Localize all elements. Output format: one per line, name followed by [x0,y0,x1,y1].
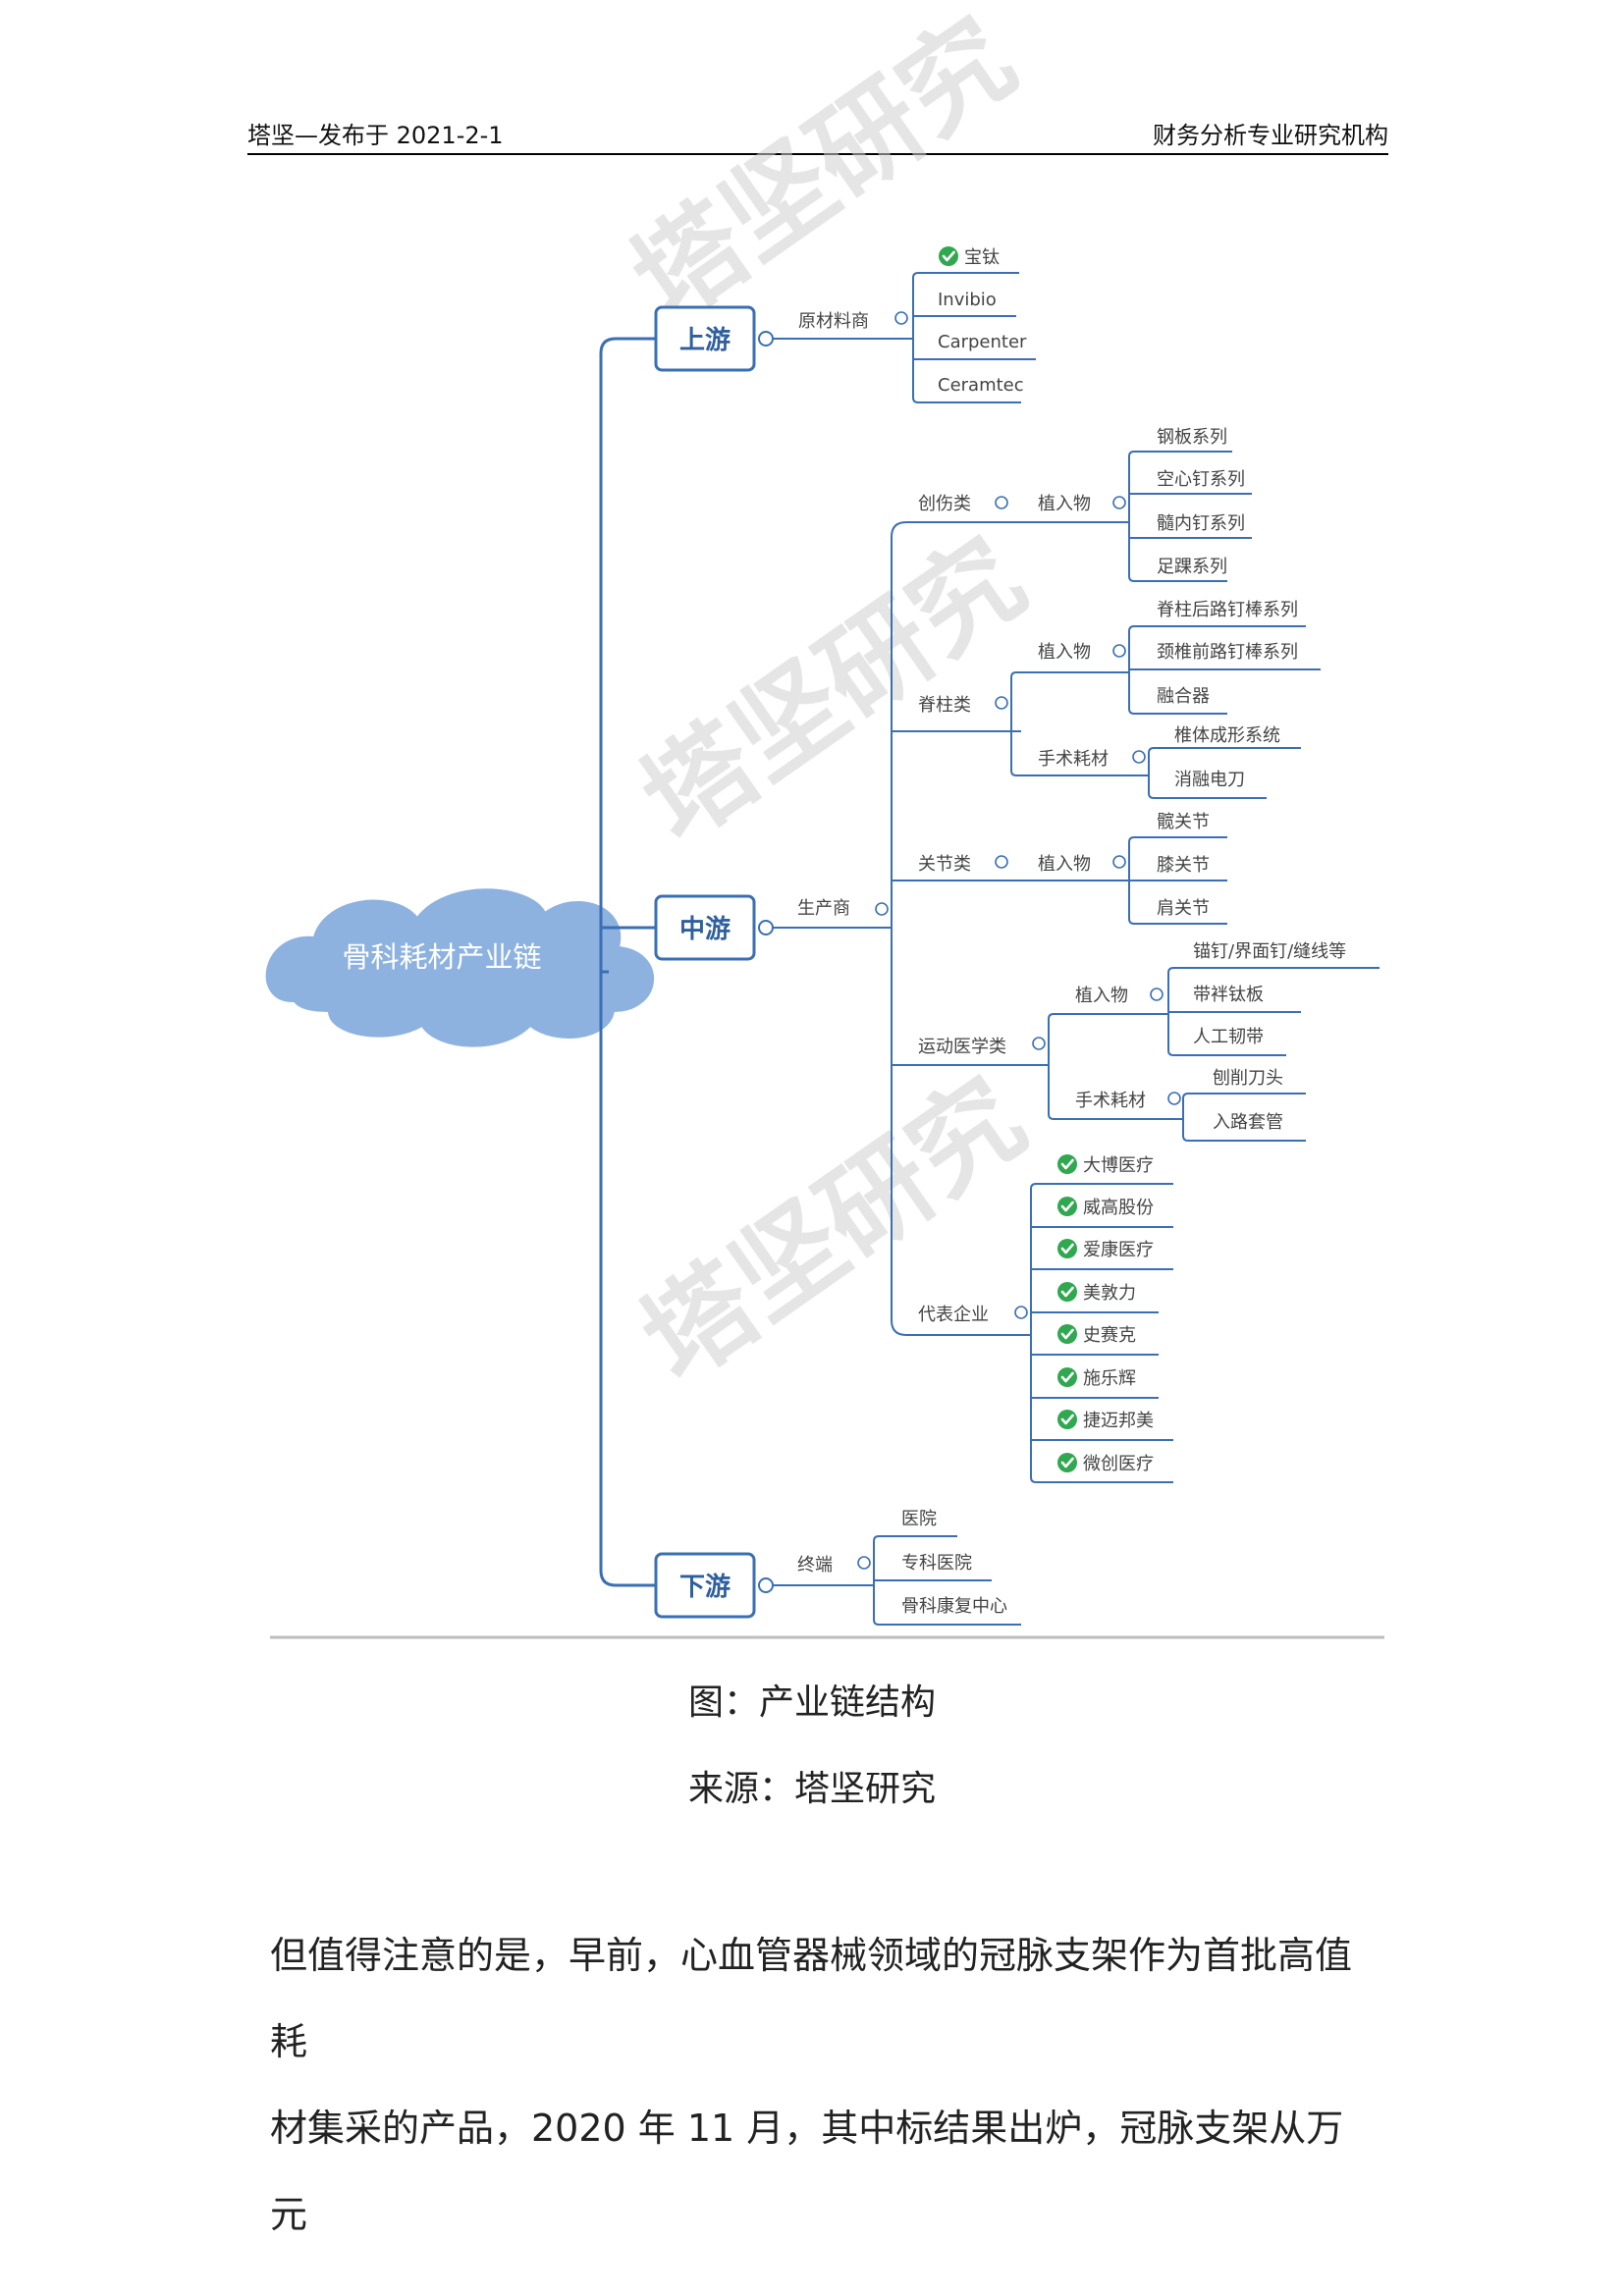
joint-implant: 植入物 [1038,854,1091,875]
header-right-text: 财务分析专业研究机构 [1153,122,1388,149]
trauma-item: 空心钉系列 [1157,469,1245,490]
trauma-item: 钢板系列 [1157,427,1227,448]
company-item: 大博医疗 [1083,1155,1154,1176]
company-item: 威高股份 [1083,1198,1154,1218]
upstream-item: 宝钛 [964,247,1000,268]
upstream-items: 宝钛 Invibio Carpenter Ceramtec [937,244,1027,396]
root-cloud: 骨科耗材产业链 [265,888,655,1047]
spine-implant-item: 颈椎前路钉棒系列 [1157,642,1298,663]
trauma-label: 创伤类 [918,494,971,514]
stage-midstream-label: 中游 [679,915,731,944]
spine-surgical: 手术耗材 [1038,749,1109,770]
companies-label: 代表企业 [918,1305,989,1325]
company-item: 史赛克 [1083,1325,1136,1346]
stage-upstream: 上游 [654,305,774,372]
downstream-item: 医院 [901,1509,937,1529]
stage-upstream-label: 上游 [679,326,731,355]
sports-surgical: 手术耗材 [1075,1091,1146,1111]
stage-midstream: 中游 [654,894,774,961]
company-item: 爱康医疗 [1083,1240,1154,1260]
spine-implant-item: 脊柱后路钉棒系列 [1157,600,1298,620]
joint-item: 髋关节 [1157,812,1210,832]
company-item: 捷迈邦美 [1083,1411,1154,1431]
body-line: 材集采的产品，2020 年 11 月，其中标结果出炉，冠脉支架从万元 [270,2107,1344,2236]
upstream-category: 原材料商 [798,311,869,332]
spine-implant-item: 融合器 [1157,686,1210,707]
joint-label: 关节类 [918,854,971,875]
body-line: 但值得注意的是，早前，心血管器械领域的冠脉支架作为首批高值耗 [270,1934,1353,2063]
body-paragraph: 但值得注意的是，早前，心血管器械领域的冠脉支架作为首批高值耗 材集采的产品，20… [270,1912,1380,2258]
downstream-category: 终端 [797,1555,833,1575]
company-item: 微创医疗 [1083,1454,1154,1474]
sports-implant: 植入物 [1075,986,1128,1006]
root-label: 骨科耗材产业链 [342,940,541,974]
trauma-item: 髓内钉系列 [1157,513,1245,534]
sports-implant-item: 带袢钛板 [1193,985,1264,1005]
figure-caption: 图：产业链结构 [687,1682,936,1723]
sports-surgical-item: 入路套管 [1213,1112,1283,1133]
spine-implant: 植入物 [1038,642,1091,663]
stage-downstream-label: 下游 [679,1573,731,1602]
company-item: 美敦力 [1083,1283,1136,1304]
producer-label: 生产商 [797,898,850,919]
spine-label: 脊柱类 [918,695,971,716]
industry-chain-mindmap: 塔坚研究 塔坚研究 塔坚研究 骨科耗材产业链 上游 中游 下游 原材料商 [265,0,1384,1639]
joint-item: 膝关节 [1157,855,1210,876]
company-item: 施乐辉 [1083,1368,1136,1389]
upstream-item: Carpenter [938,332,1027,352]
sports-implant-item: 人工韧带 [1193,1027,1264,1047]
figure-source: 来源：塔坚研究 [687,1769,936,1809]
stage-downstream: 下游 [654,1552,774,1619]
downstream-item: 专科医院 [901,1553,972,1574]
trauma-item: 足踝系列 [1157,557,1227,577]
header-rule [247,153,1388,155]
joint-item: 肩关节 [1157,898,1210,919]
watermark-text: 塔坚研究 [620,1054,1046,1405]
sports-label: 运动医学类 [918,1037,1006,1057]
spine-surgical-item: 椎体成形系统 [1174,725,1280,746]
upstream-item: Invibio [938,290,997,310]
upstream-item: Ceramtec [938,375,1024,396]
watermark: 塔坚研究 塔坚研究 塔坚研究 [610,0,1046,1405]
sports-implant-item: 锚钉/界面钉/缝线等 [1193,941,1346,962]
companies-list: 大博医疗 威高股份 爱康医疗 美敦力 史赛克 施乐辉 捷迈邦美 微创医疗 [1056,1152,1154,1474]
trauma-implant: 植入物 [1038,494,1091,514]
header-left-text: 塔坚—发布于 2021-2-1 [247,122,504,149]
sports-surgical-item: 刨削刀头 [1213,1068,1283,1089]
spine-surgical-item: 消融电刀 [1174,770,1245,790]
downstream-item: 骨科康复中心 [901,1596,1007,1617]
watermark-text: 塔坚研究 [620,514,1046,865]
